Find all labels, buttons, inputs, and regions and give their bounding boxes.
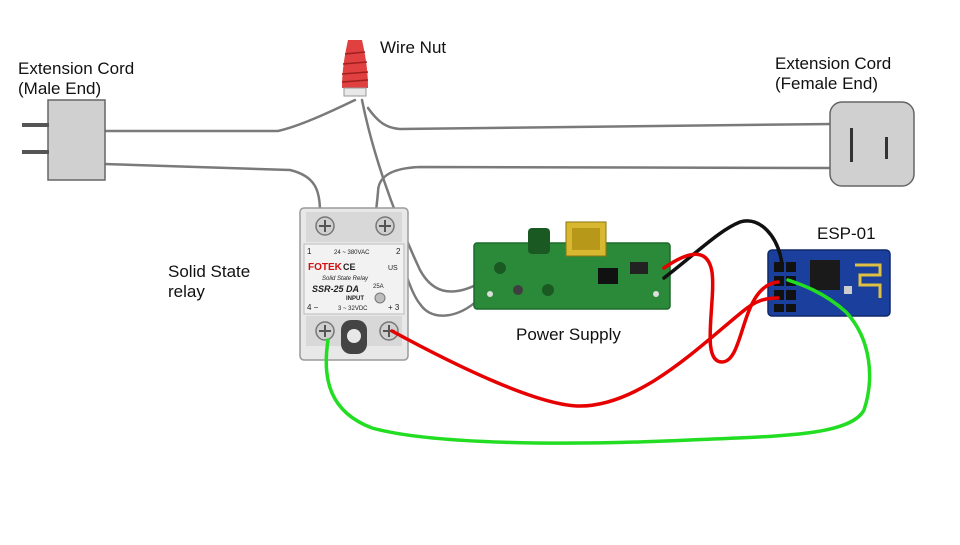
wire-black xyxy=(662,219,784,280)
wire-top-left xyxy=(102,98,357,133)
label-wire-nut: Wire Nut xyxy=(380,38,447,57)
relay-current: 25A xyxy=(373,284,384,290)
label-male-cord-line1: Extension Cord xyxy=(18,59,135,78)
relay-term-1: 1 xyxy=(307,247,312,256)
label-relay: Solid State relay xyxy=(168,262,250,302)
prong-top xyxy=(22,123,49,127)
power-supply-module xyxy=(473,221,671,310)
wire-red-ps-esp xyxy=(662,252,780,364)
chip xyxy=(598,268,618,284)
prong-bottom xyxy=(22,150,49,154)
wire-nut-to-ps xyxy=(360,98,480,293)
label-female-cord: Extension Cord (Female End) xyxy=(775,54,891,94)
relay-input-range: 3 ~ 32VDC xyxy=(338,306,368,312)
label-esp: ESP-01 xyxy=(817,224,876,243)
label-power-supply: Power Supply xyxy=(516,325,621,344)
relay-model: SSR-25 DA xyxy=(312,284,359,294)
wire-green xyxy=(324,278,872,445)
wire-top-right xyxy=(366,106,834,131)
label-male-cord: Extension Cord (Male End) xyxy=(18,59,134,99)
relay-term-4: 4 − xyxy=(307,303,319,312)
label-relay-line2: relay xyxy=(168,282,205,301)
relay-term-2: 2 xyxy=(396,247,401,256)
relay-voltage-ac: 24 ~ 380VAC xyxy=(334,250,370,256)
wire-nut xyxy=(341,40,369,97)
label-female-cord-line2: (Female End) xyxy=(775,74,878,93)
wire-bottom-right xyxy=(374,165,834,214)
female-socket xyxy=(829,101,915,187)
slot-right xyxy=(885,137,888,159)
relay-cert: CE xyxy=(343,262,356,272)
esp-chip xyxy=(810,260,840,290)
label-male-cord-line2: (Male End) xyxy=(18,79,102,98)
capacitor xyxy=(528,228,550,254)
esp01-module xyxy=(767,249,891,317)
relay-name: Solid State Relay xyxy=(322,276,369,282)
esp-antenna xyxy=(855,263,882,298)
wire-red-relay-esp xyxy=(390,296,780,408)
solid-state-relay: 1 2 24 ~ 380VAC FOTEK CE US Solid State … xyxy=(299,207,409,361)
relay-led xyxy=(374,292,386,304)
label-female-cord-line1: Extension Cord xyxy=(775,54,892,73)
relay-brand: FOTEK xyxy=(308,262,343,273)
relay-input: INPUT xyxy=(346,296,364,302)
wire-bottom-left xyxy=(102,162,322,214)
label-relay-line1: Solid State xyxy=(168,262,251,281)
relay-ul: US xyxy=(388,265,398,272)
male-plug xyxy=(22,99,106,181)
slot-left xyxy=(850,128,853,162)
relay-term-3: + 3 xyxy=(388,303,400,312)
